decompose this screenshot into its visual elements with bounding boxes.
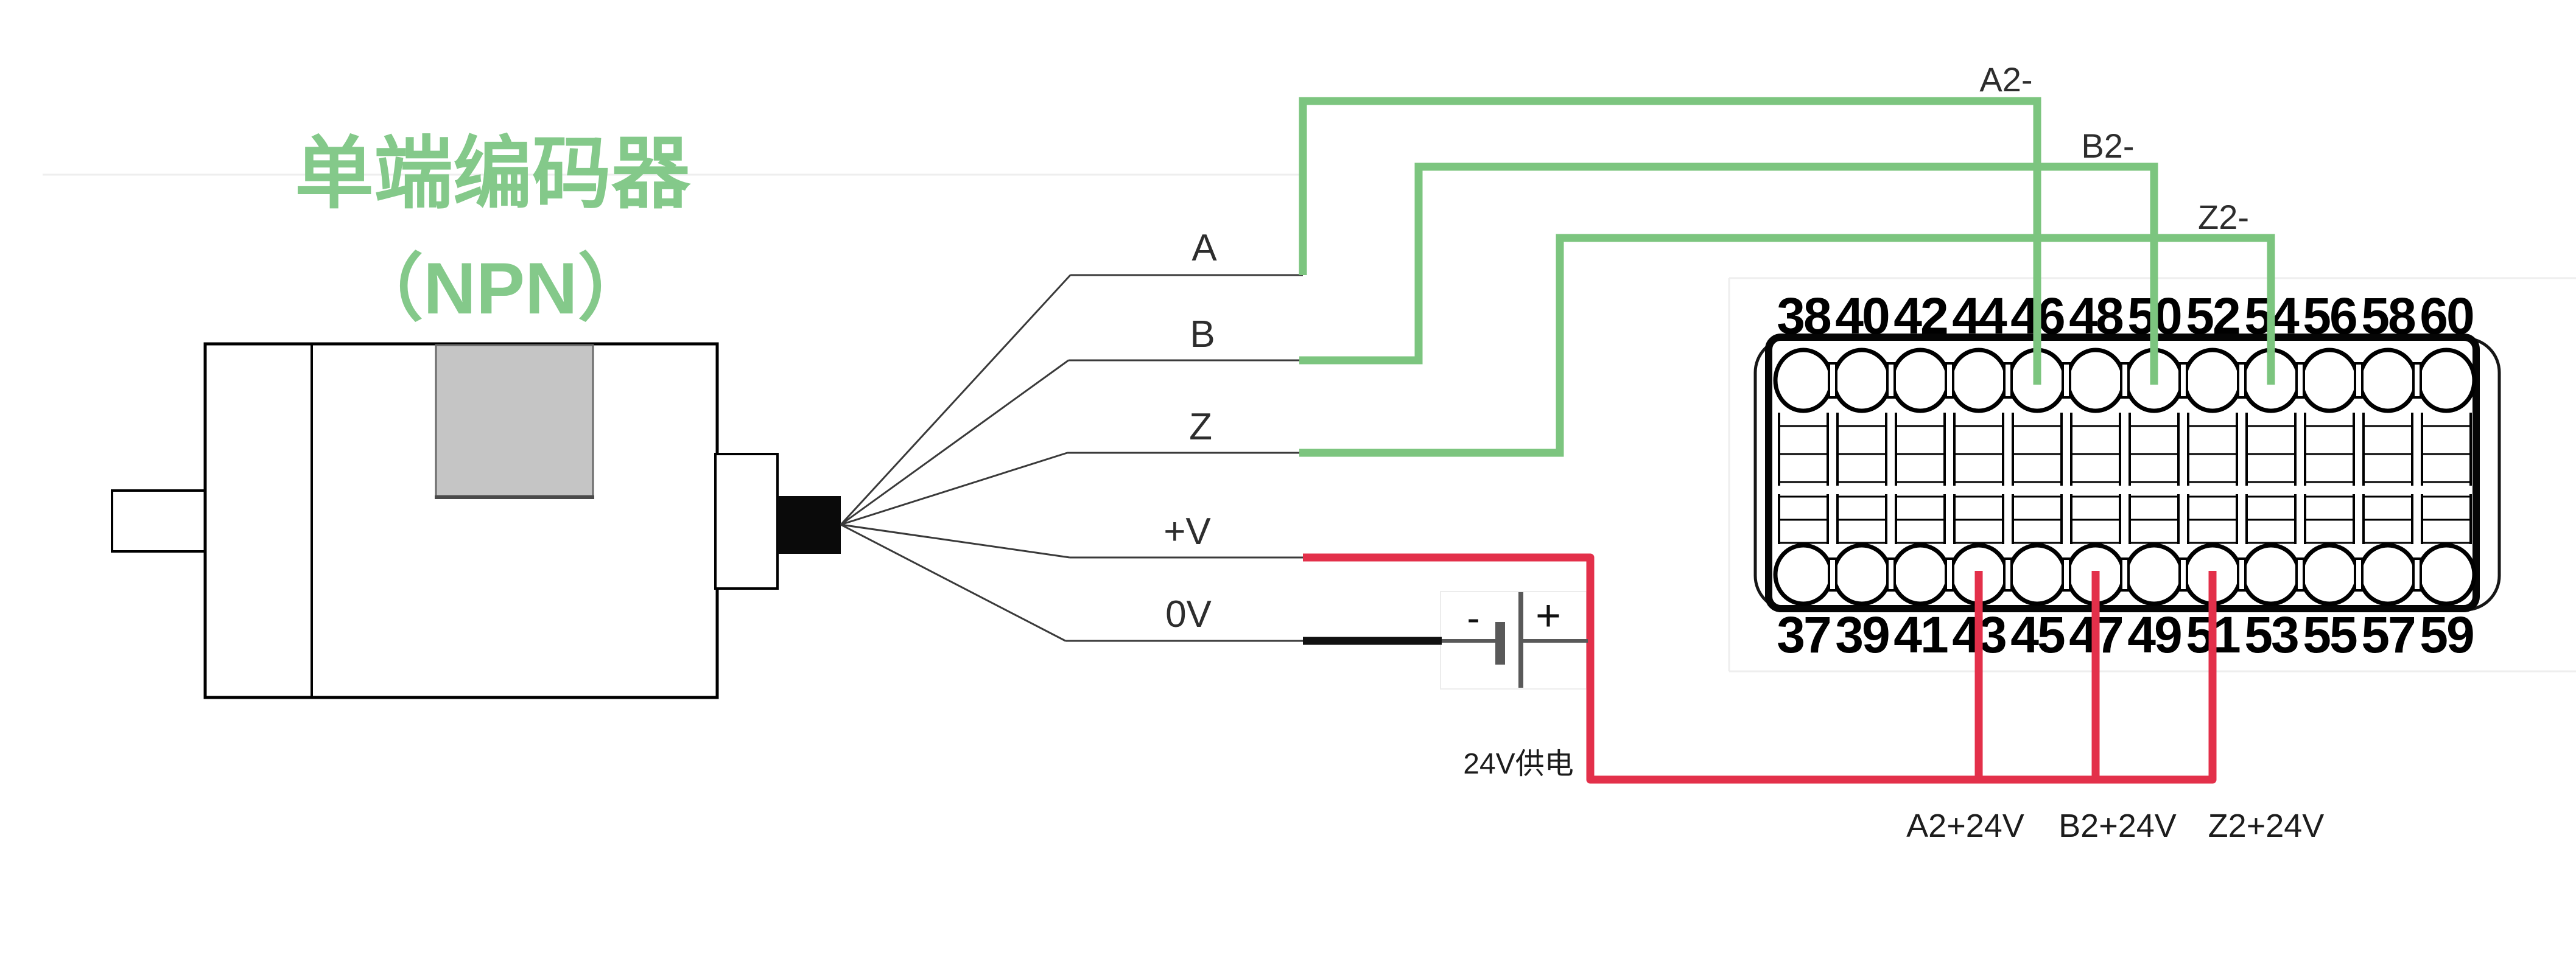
label-z2-plus24v: Z2+24V [2208,808,2325,844]
label-z2-minus: Z2- [2198,198,2249,236]
terminal-number: 60 [2420,287,2473,344]
wire-label-0v: 0V [1165,593,1212,635]
terminal-number: 59 [2420,606,2473,663]
terminal-bridge [2003,557,2013,592]
terminal-number: 44 [1952,287,2007,344]
terminal-bridge [1945,557,1954,592]
terminal-number: 39 [1835,606,1889,663]
terminal-bridge [2412,362,2422,399]
fanout-line-vplus [840,523,1070,559]
terminal-circle [2416,543,2477,606]
terminal-number: 37 [1777,606,1830,663]
label-a2-minus: A2- [1979,60,2032,99]
terminal-bridge [2062,557,2071,592]
motor-flange [714,453,779,590]
wire-z-green [1299,234,2275,457]
battery: - + [1303,592,1588,688]
label-24v-supply: 24V供电 [1463,748,1573,780]
terminal-circle [2299,543,2360,606]
motor-cap [435,344,594,497]
terminal-circle [2357,348,2418,413]
cable-connector [777,496,841,554]
terminal-circle [2065,348,2126,413]
label-b2-plus24v: B2+24V [2058,808,2177,844]
terminal-number: 56 [2303,287,2356,344]
encoder-motor [111,342,841,699]
terminal-bridge [2003,362,2013,399]
terminal-bridge [2178,557,2188,592]
diagram-title-line1: 单端编码器 [295,129,691,218]
terminal-bridge [1828,557,1837,592]
terminal-number: 41 [1893,606,1948,663]
wire-24v-red [1303,553,2217,784]
terminal-number: 57 [2361,606,2415,663]
terminal-bridge [2237,557,2247,592]
terminal-number: 40 [1835,287,1889,344]
terminal-bridge [2295,557,2305,592]
terminal-number: 55 [2303,606,2357,663]
terminal-circle [2357,543,2418,606]
terminal-circle [1831,543,1892,606]
terminal-bridge [2120,557,2130,592]
terminal-number: 49 [2127,606,2181,663]
terminal-bridge [2120,362,2130,399]
terminal-circle [2241,543,2301,606]
fanout-line-b [840,359,1069,526]
terminal-circle [2299,348,2360,413]
fanout-line-0v [840,523,1066,642]
label-b2-minus: B2- [2081,127,2134,165]
fanout-line-z [840,452,1068,526]
terminal-circle [1831,348,1892,413]
wire-label-z: Z [1189,406,1212,448]
terminal-bridge [2295,362,2305,399]
terminal-circle [1773,543,1834,606]
terminal-bridge [2178,362,2188,399]
terminal-number: 45 [2010,606,2065,663]
terminal-number: 38 [1777,287,1831,344]
wire-label-b: B [1190,313,1215,355]
wire-label-a: A [1191,227,1217,269]
motor-shaft [111,489,206,553]
terminal-circle [2416,348,2477,413]
battery-plate-negative [1495,622,1505,665]
terminal-circle [2182,348,2243,413]
terminal-number: 53 [2244,606,2298,663]
wire-a-green [1299,97,2041,385]
terminal-bridge [1945,362,1954,399]
terminal-number: 52 [2186,287,2239,344]
terminal-circle [2124,543,2185,606]
terminal-bridge [2062,362,2071,399]
terminal-number: 42 [1893,287,1947,344]
battery-plus-sign: + [1535,592,1561,640]
terminal-bridge [2237,362,2247,399]
battery-minus-sign: - [1467,596,1479,640]
wire-label-vplus: +V [1163,511,1211,553]
battery-plate-positive [1518,592,1523,688]
terminal-circle [1890,543,1951,606]
terminal-bridge [1886,557,1896,592]
terminal-bridge [2354,557,2364,592]
terminal-circle [2007,543,2068,606]
cable-fanout [840,274,1304,642]
terminal-block: 38 40 42 44 46 48 50 52 54 56 58 60 37 3… [1753,287,2501,663]
terminal-bridge [1886,362,1896,399]
terminal-circle [1773,348,1834,413]
fanout-line-a [840,274,1072,526]
terminal-circle [1890,348,1951,413]
terminal-circle [1948,348,2009,413]
terminal-bridge [2354,362,2364,399]
label-a2-plus24v: A2+24V [1906,808,2024,844]
terminal-bridge [1828,362,1837,399]
terminal-number: 58 [2361,287,2415,344]
diagram-title-line2: （NPN） [350,248,650,329]
terminal-number: 48 [2069,287,2123,344]
terminal-bridge [2412,557,2422,592]
